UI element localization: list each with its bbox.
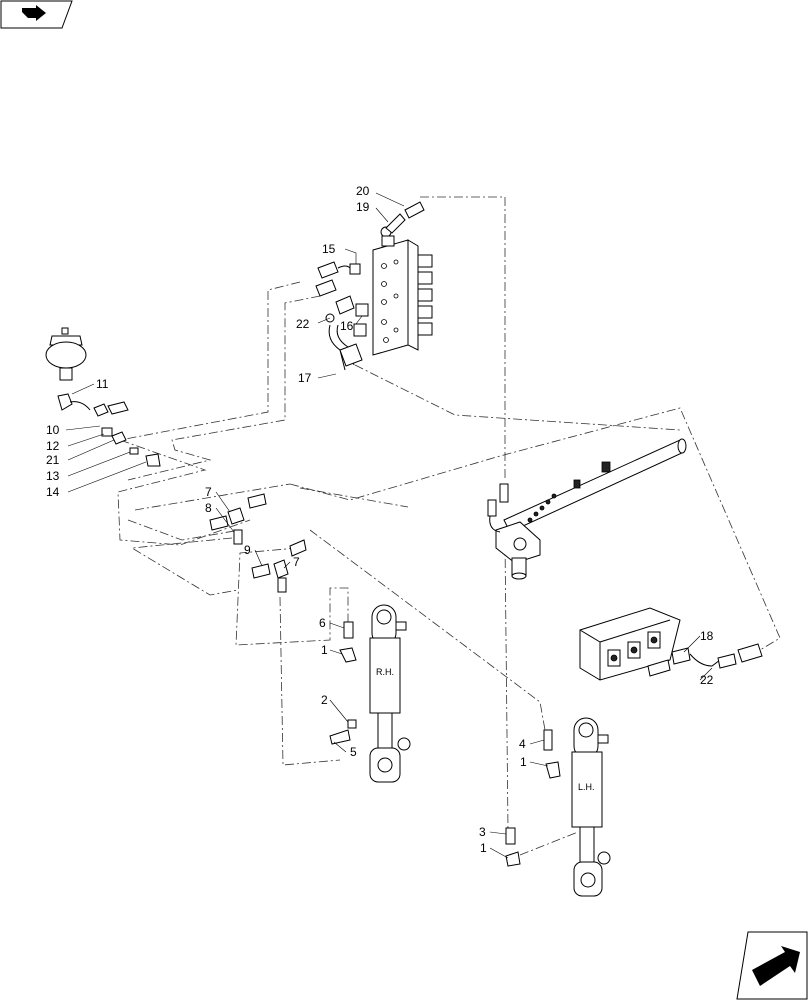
lift-pipe-assembly xyxy=(487,438,687,580)
callout-7: 7 xyxy=(205,485,212,499)
callout-18: 18 xyxy=(700,629,714,643)
lh-cylinder-label: L.H. xyxy=(578,782,595,792)
accumulator xyxy=(45,327,87,381)
callout-3: 3 xyxy=(479,825,486,839)
callout-1: 1 xyxy=(520,755,527,769)
hose-15 xyxy=(317,261,361,279)
callout-2: 2 xyxy=(321,693,328,707)
lh-fittings xyxy=(505,729,561,867)
fitting-19 xyxy=(385,213,406,234)
callout-19: 19 xyxy=(356,200,370,214)
next-arrow-icon xyxy=(752,946,800,986)
next-nav-button[interactable] xyxy=(736,931,808,1000)
control-valve-block xyxy=(372,226,433,356)
callout-7: 7 xyxy=(293,555,300,569)
callout-11: 11 xyxy=(96,377,109,391)
callout-22: 22 xyxy=(296,317,310,331)
callout-numbers: 20 19 15 22 16 17 11 10 12 21 13 14 7 8 … xyxy=(46,184,714,855)
callout-22: 22 xyxy=(700,673,714,687)
callout-14: 14 xyxy=(46,485,60,499)
lh-cylinder: L.H. xyxy=(571,717,611,897)
callout-9: 9 xyxy=(244,543,251,557)
callout-15: 15 xyxy=(322,242,336,256)
callout-8: 8 xyxy=(205,501,212,515)
callout-13: 13 xyxy=(46,469,60,483)
callout-6: 6 xyxy=(319,616,326,630)
fittings-10-14 xyxy=(57,393,161,467)
hydraulic-pump xyxy=(579,607,681,681)
callout-17: 17 xyxy=(298,371,312,385)
fittings-7-8-9 xyxy=(209,493,307,593)
callout-21: 21 xyxy=(46,453,60,467)
callout-10: 10 xyxy=(46,423,60,437)
callout-1: 1 xyxy=(480,841,487,855)
hose-routing-lines xyxy=(117,196,781,856)
rh-fittings xyxy=(329,621,357,745)
fittings-18-22 xyxy=(647,643,763,677)
leader-lines xyxy=(65,192,713,859)
back-nav-button[interactable] xyxy=(0,0,73,29)
hose-20 xyxy=(404,201,425,219)
callout-4: 4 xyxy=(519,737,526,751)
callout-5: 5 xyxy=(350,745,357,759)
callout-20: 20 xyxy=(356,184,370,198)
callout-1: 1 xyxy=(321,643,328,657)
rh-cylinder-label: R.H. xyxy=(376,667,394,677)
callout-12: 12 xyxy=(46,439,60,453)
rh-cylinder: R.H. xyxy=(369,604,411,783)
back-arrow-icon xyxy=(22,5,46,21)
callout-16: 16 xyxy=(340,319,354,333)
